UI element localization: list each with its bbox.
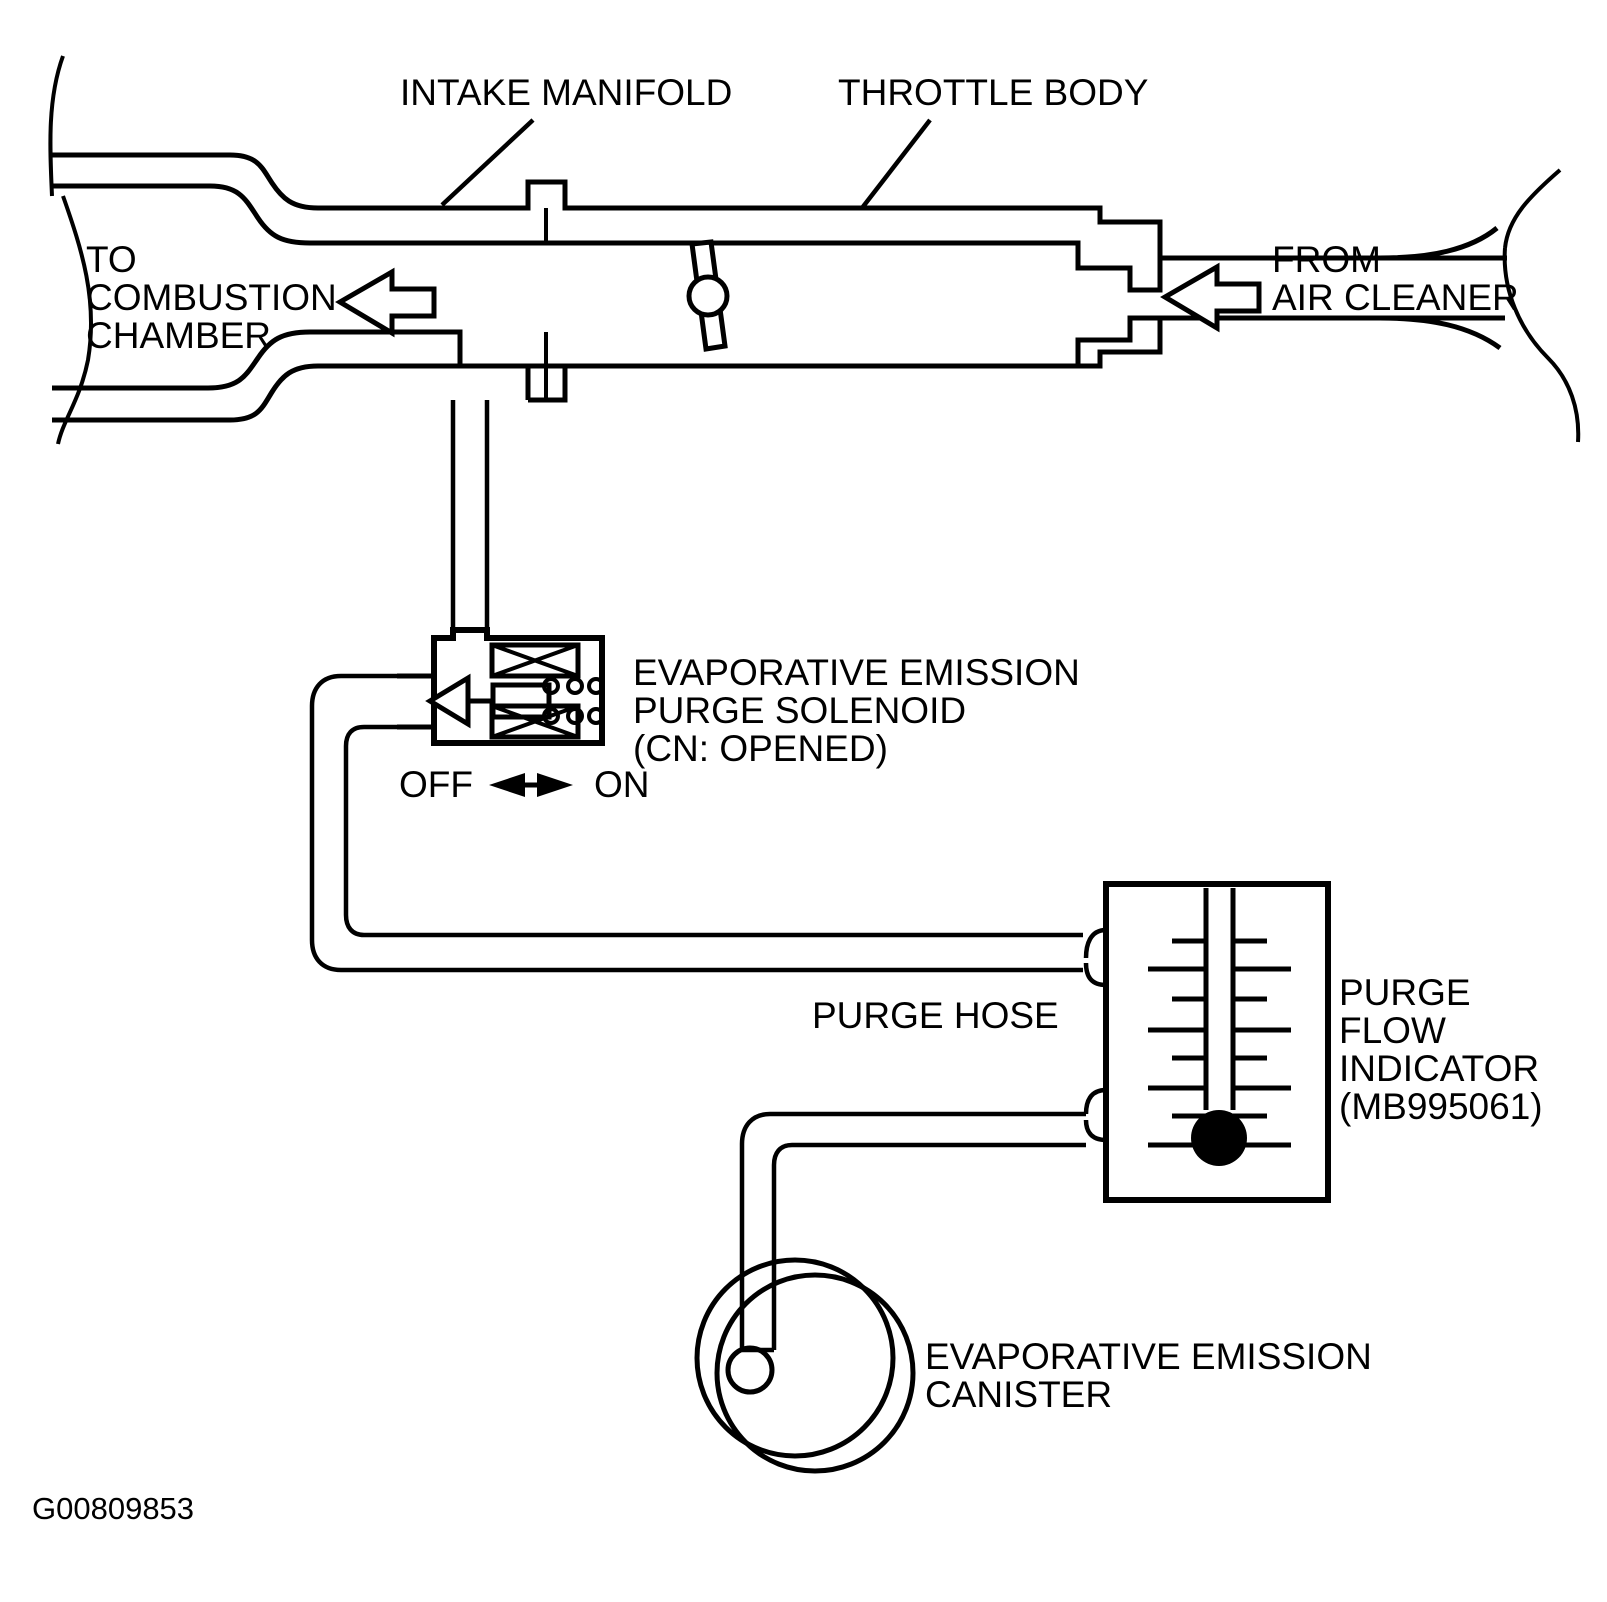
purge-flow-indicator [1083,881,1331,1203]
label-solenoid-line3: (CN: OPENED) [633,728,888,769]
leader-line-intake-manifold [440,118,535,207]
label-throttle-body: THROTTLE BODY [838,72,1148,113]
vacuum-hose-vertical [450,400,490,638]
solenoid-detail-circle [566,707,584,725]
throttle-shaft-pivot [686,274,730,318]
label-flow-indicator-line2: FLOW [1339,1010,1446,1051]
canister-hose [739,1111,1086,1353]
solenoid-state-arrow [489,773,573,797]
solenoid-body-outline [431,627,605,746]
solenoid-detail-circle [587,707,605,725]
purge-hose-outer-wall [309,673,1083,973]
leader-line-throttle-body [860,118,932,210]
intake-manifold-duct [48,55,1581,445]
solenoid-detail-circle [542,677,560,695]
solenoid-valve-arrow [425,673,471,729]
canister-inner-circle [714,1272,916,1474]
label-intake-manifold: INTAKE MANIFOLD [400,72,732,113]
flow-indicator-port-barb-top [1083,927,1107,959]
purge-solenoid-valve [397,627,605,746]
label-from-air-cleaner-line1: FROM [1272,239,1381,280]
break-line-right-top [1503,168,1562,249]
solenoid-detail-circle [566,677,584,695]
label-to-combustion-line1: TO [86,239,137,280]
flow-arrow-from-air-cleaner [1160,262,1262,333]
label-canister-line2: CANISTER [925,1374,1112,1415]
solenoid-coil-upper-cross [491,643,579,678]
label-state-off: OFF [399,764,473,805]
duct-bottom-inner-wall [52,315,1160,391]
purge-hose [309,673,1083,973]
duct-top-inner-wall [52,183,1163,293]
label-solenoid-line1: EVAPORATIVE EMISSION [633,652,1080,693]
label-solenoid-line2: PURGE SOLENOID [633,690,966,731]
evaporative-canister [694,1257,916,1474]
solenoid-coil-lower-cross [491,704,579,739]
flow-arrow-to-combustion [335,267,437,338]
figure-id: G00809853 [32,1491,194,1526]
solenoid-detail-circle [587,677,605,695]
label-to-combustion-line3: CHAMBER [86,315,271,356]
label-from-air-cleaner-line2: AIR CLEANER [1272,277,1519,318]
canister-hose-outer-wall [739,1111,1086,1350]
solenoid-coil-upper [489,642,581,679]
canister-hose-inner-wall [771,1142,1086,1350]
break-line-left-outer [48,55,65,197]
label-flow-indicator-line3: INDICATOR [1339,1048,1539,1089]
canister-outer-circle [694,1257,896,1459]
label-flow-indicator-line1: PURGE [1339,972,1471,1013]
label-state-on: ON [594,764,650,805]
label-to-combustion-line2: COMBUSTION [86,277,337,318]
flow-indicator-body [1103,881,1331,1203]
flow-indicator-ball [1191,1110,1247,1166]
solenoid-detail-circle [542,707,560,725]
label-purge-hose: PURGE HOSE [812,995,1059,1036]
canister-port-fitting [725,1345,775,1395]
diagram-text-layer: INTAKE MANIFOLD THROTTLE BODY TO COMBUST… [32,72,1543,1526]
break-line-right-bottom [1502,247,1581,443]
flow-indicator-port-barb-upper [1083,962,1107,988]
solenoid-left-port [397,673,434,730]
purge-hose-inner-wall [343,724,1083,938]
solenoid-plunger [490,682,552,720]
label-canister-line1: EVAPORATIVE EMISSION [925,1336,1372,1377]
duct-top-outer-wall [52,152,1499,261]
flow-indicator-port-barb-bottom [1083,1119,1107,1143]
label-flow-indicator-part-number: (MB995061) [1339,1086,1543,1127]
flow-indicator-port-barb-lower [1083,1087,1107,1115]
throttle-plate [686,239,730,352]
